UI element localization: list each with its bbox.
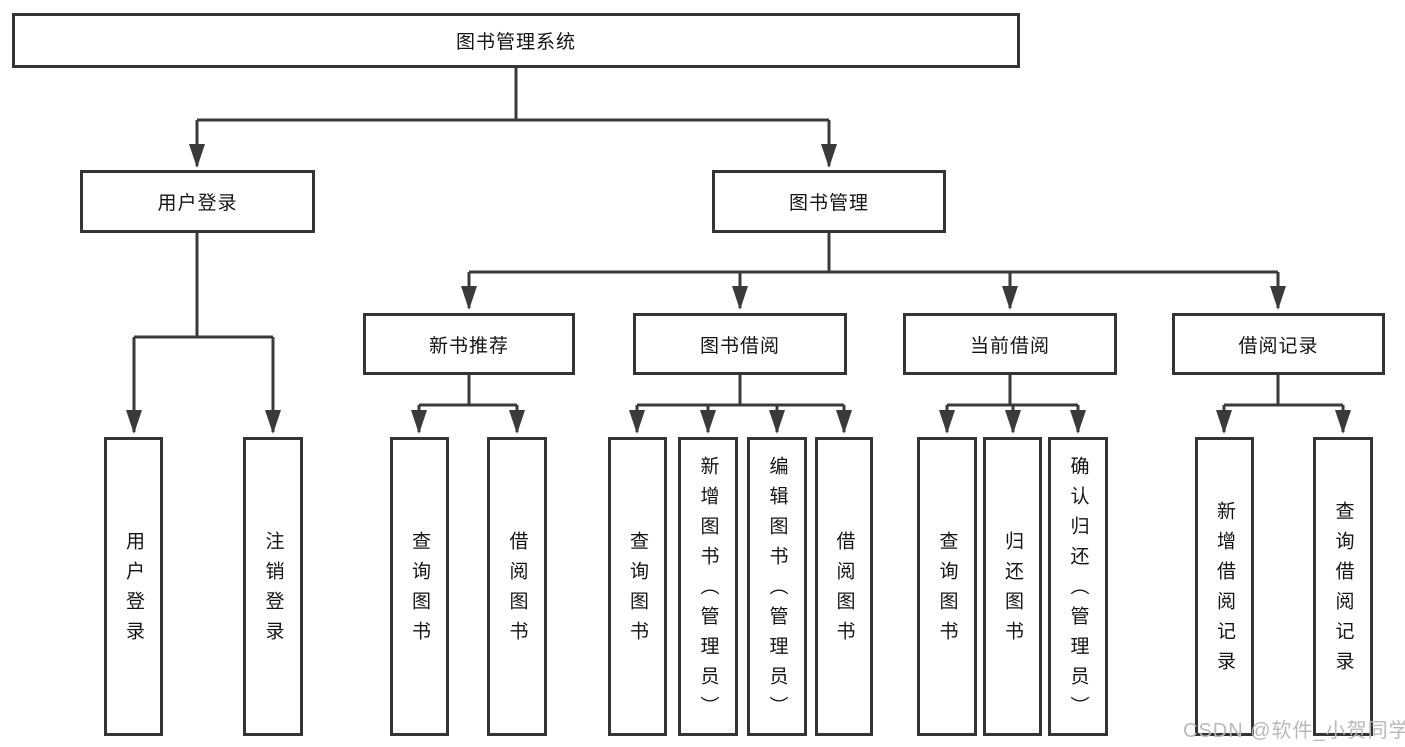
- node-leaf-cb-confirm-return: 确认归还（管理员）: [1048, 437, 1108, 736]
- node-leaf-cb-query-book: 查询图书: [917, 437, 977, 736]
- node-new-book-rec: 新书推荐: [363, 313, 575, 375]
- node-leaf-bb-borrow-book: 借阅图书: [815, 437, 873, 736]
- node-borrow-record: 借阅记录: [1172, 313, 1385, 375]
- node-leaf-br-query-record: 查询借阅记录: [1313, 437, 1373, 736]
- node-user-login: 用户登录: [80, 170, 315, 233]
- node-leaf-bb-edit-book: 编辑图书（管理员）: [747, 437, 807, 736]
- node-leaf-br-add-record: 新增借阅记录: [1195, 437, 1254, 736]
- node-leaf-bb-add-book: 新增图书（管理员）: [678, 437, 738, 736]
- node-current-borrow: 当前借阅: [903, 313, 1117, 375]
- node-leaf-logout: 注销登录: [243, 437, 303, 736]
- node-root: 图书管理系统: [12, 13, 1020, 68]
- csdn-watermark: CSDN @软件_小贺同学: [1183, 720, 1405, 742]
- node-leaf-user-login: 用户登录: [104, 437, 163, 736]
- node-leaf-nr-query-book: 查询图书: [390, 437, 449, 736]
- node-book-mgmt: 图书管理: [712, 170, 946, 233]
- node-book-borrow: 图书借阅: [633, 313, 847, 375]
- node-leaf-nr-borrow-book: 借阅图书: [487, 437, 547, 736]
- node-leaf-cb-return-book: 归还图书: [983, 437, 1042, 736]
- node-leaf-bb-query-book: 查询图书: [608, 437, 667, 736]
